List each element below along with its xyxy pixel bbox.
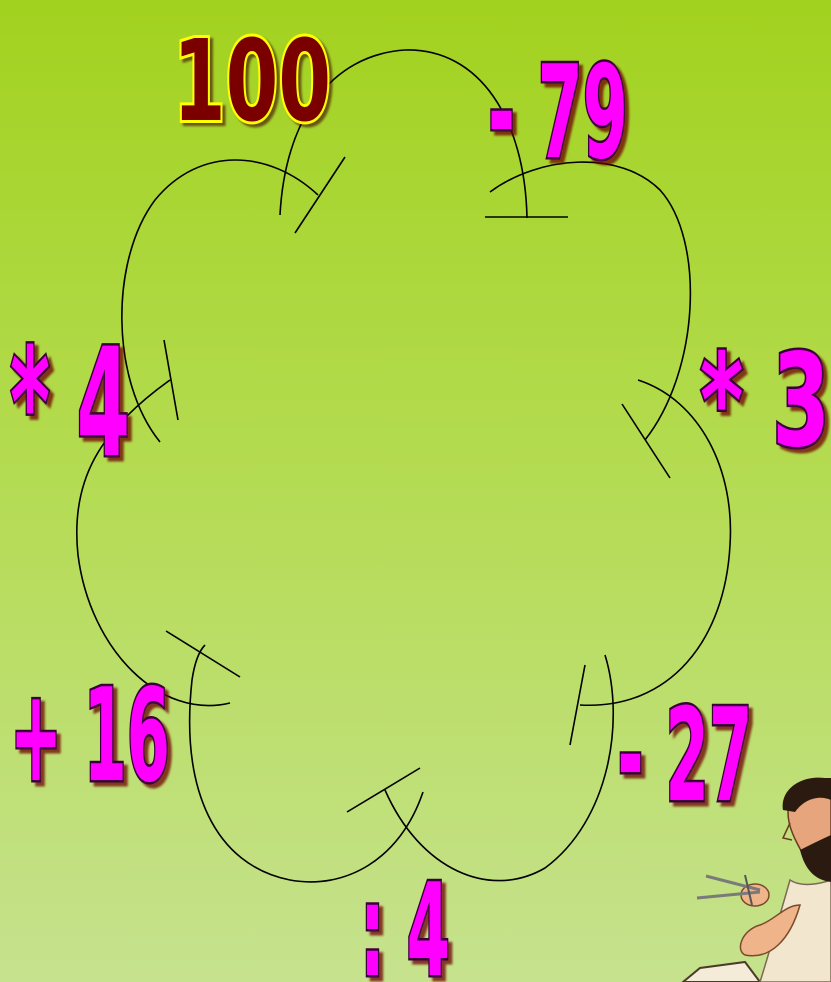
step-times-4: * 4 (10, 317, 130, 491)
start-number: 100 (173, 17, 331, 147)
step-minus-79: - 79 (488, 39, 628, 188)
step-plus-16: + 16 (10, 662, 170, 811)
step-divide-4: : 4 (360, 857, 450, 982)
step-minus-27: - 27 (618, 682, 753, 831)
step-times-3: * 3 (700, 327, 830, 476)
